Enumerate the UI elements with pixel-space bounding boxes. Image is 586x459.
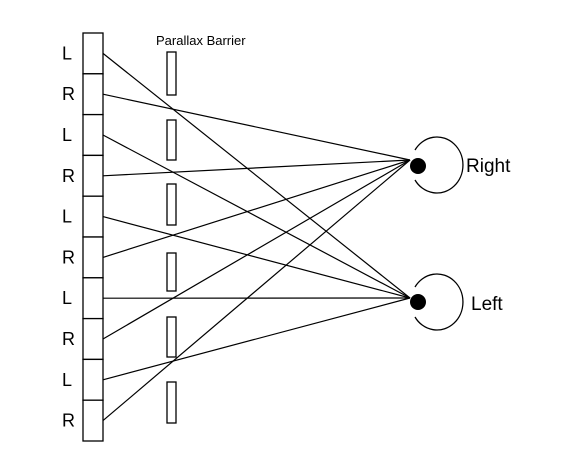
pixel-label: R: [62, 411, 75, 431]
ray-to-right-eye: [102, 93, 411, 161]
barrier-title: Parallax Barrier: [156, 33, 246, 48]
barrier-slat: [166, 381, 177, 424]
pixel-label: L: [62, 43, 72, 63]
right-eye-outline: [414, 136, 464, 194]
right-eye: Right: [410, 136, 511, 194]
parallax-barrier: Parallax Barrier: [156, 33, 246, 424]
barrier-slat: [166, 51, 177, 96]
left-eye: Left: [410, 273, 503, 331]
ray-to-right-eye: [102, 159, 411, 177]
pixel-label: R: [62, 247, 75, 267]
pixel-label: L: [62, 370, 72, 390]
right-eye-pupil: [410, 158, 426, 174]
ray-to-left-eye: [102, 52, 411, 299]
left-eye-outline: [414, 273, 464, 331]
pixel-label: R: [62, 166, 75, 186]
pixel-cell: [82, 73, 104, 116]
pixel-label: R: [62, 329, 75, 349]
pixel-label: R: [62, 84, 75, 104]
pixel-label: L: [62, 207, 72, 227]
pixel-cell: [82, 317, 104, 361]
barrier-slat: [166, 252, 177, 292]
ray-to-right-eye: [102, 159, 411, 422]
left-eye-label: Left: [471, 294, 503, 315]
pixel-cell: [82, 399, 104, 442]
pixel-label: L: [62, 288, 72, 308]
left-eye-pupil: [410, 294, 426, 310]
ray-to-left-eye: [102, 297, 411, 381]
pixel-cell: [82, 154, 104, 197]
ray-to-right-eye: [102, 159, 411, 340]
ray-to-left-eye: [102, 134, 411, 299]
right-eye-label: Right: [466, 156, 511, 177]
pixel-cell: [82, 236, 104, 279]
light-rays: [102, 52, 411, 422]
pixel-cell: [82, 277, 104, 320]
pixel-label: L: [62, 125, 72, 145]
barrier-slat: [166, 183, 177, 226]
ray-to-right-eye: [102, 159, 411, 258]
barrier-slat: [166, 316, 177, 358]
pixel-cell: [82, 32, 104, 75]
pixel-cell: [82, 358, 104, 401]
barrier-slat: [166, 119, 177, 161]
pixel-cell: [82, 113, 104, 157]
ray-to-left-eye: [102, 216, 411, 299]
pixel-cell: [82, 195, 104, 238]
